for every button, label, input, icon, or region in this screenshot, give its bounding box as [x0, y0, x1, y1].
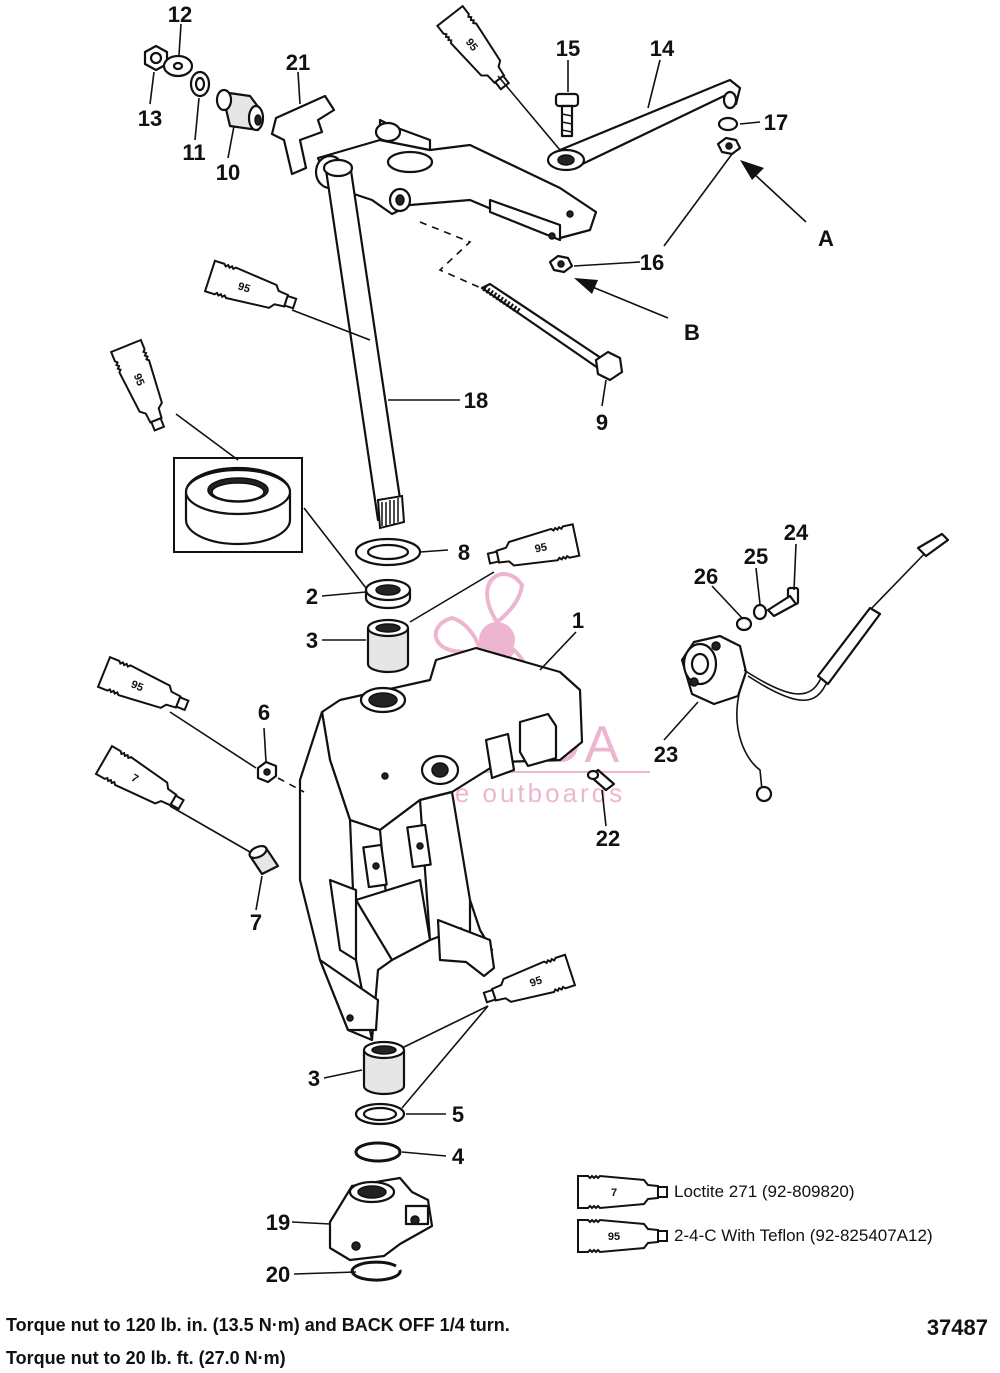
callout-15: 15: [556, 36, 580, 61]
part-15-bolt: [554, 92, 580, 138]
svg-text:95: 95: [534, 541, 548, 555]
part-8-washer: [354, 537, 422, 567]
callout-11: 11: [182, 140, 205, 165]
part-10-bushing: [215, 88, 265, 132]
callout-21: 21: [286, 50, 310, 75]
part-19-steering-yoke: [328, 1176, 434, 1262]
part-23-trim-sender: [680, 634, 748, 706]
legend-tube-95: 95: [577, 1219, 668, 1253]
callout-8: 8: [458, 540, 470, 565]
svg-text:7: 7: [611, 1187, 617, 1199]
part-14-link-rod: [546, 78, 742, 172]
part-16-nut-a: [716, 136, 742, 156]
callout-19: 19: [266, 1210, 290, 1235]
callout-5: 5: [452, 1102, 464, 1127]
svg-text:95: 95: [129, 679, 145, 695]
callout-25: 25: [744, 544, 768, 569]
callout-12: 12: [168, 2, 192, 27]
legend-loctite-text: Loctite 271 (92-809820): [674, 1182, 855, 1201]
callout-22: 22: [596, 826, 620, 851]
part-20-ring: [350, 1260, 402, 1282]
callout-14: 14: [650, 36, 675, 61]
tube-95-lower-bushing: 95: [479, 953, 576, 1014]
figure-number: 37487: [926, 1315, 988, 1340]
part-23-lead-wires: [736, 532, 950, 803]
part-16-nut-b: [548, 254, 574, 274]
tube-7-bushing: 7: [95, 745, 191, 820]
callout-24: 24: [784, 520, 809, 545]
tube-95-upper-bushing: 95: [484, 523, 581, 576]
callout-17: 17: [764, 110, 788, 135]
svg-text:95: 95: [236, 280, 251, 295]
callout-b: B: [684, 320, 700, 345]
torque-note-2: Torque nut to 20 lb. ft. (27.0 N·m): [6, 1348, 286, 1368]
part-3-lower-bushing: [362, 1040, 406, 1096]
legend-tube-7: 7: [577, 1175, 668, 1209]
callout-18: 18: [464, 388, 488, 413]
callout-9: 9: [596, 410, 608, 435]
svg-text:95: 95: [528, 974, 543, 989]
part-5-washer: [354, 1102, 406, 1126]
seal-detail-inset: [173, 457, 303, 553]
part-22-screw: [586, 768, 616, 792]
svg-text:95: 95: [131, 372, 147, 388]
inset-leader: [303, 507, 367, 589]
callout-6: 6: [258, 700, 270, 725]
arrow-b: [574, 278, 669, 319]
assembly-path-dashed: [419, 221, 491, 293]
part-26-washer: [735, 616, 753, 632]
torque-note-1: Torque nut to 120 lb. in. (13.5 N·m) and…: [6, 1315, 510, 1335]
tube-95-link-rod: 95: [436, 5, 519, 97]
callout-20: 20: [266, 1262, 290, 1287]
part-3-upper-bushing: [366, 618, 410, 674]
part-18-steering-tube: [322, 158, 406, 530]
part-17-washer: [717, 116, 739, 132]
callout-13: 13: [138, 106, 162, 131]
callout-7: 7: [250, 910, 262, 935]
callout-a: A: [818, 226, 834, 251]
callout-1: 1: [572, 608, 584, 633]
svg-text:7: 7: [129, 772, 140, 785]
svg-text:95: 95: [608, 1231, 620, 1243]
arrow-a: [740, 160, 807, 223]
callout-3-upper: 3: [306, 628, 318, 653]
fitting-dashed-path: [277, 777, 305, 793]
part-25-washer: [752, 603, 768, 621]
tube-95-fitting: 95: [97, 656, 194, 722]
part-4-retaining-ring: [354, 1141, 402, 1163]
callout-4: 4: [452, 1144, 465, 1169]
part-9-long-bolt: [480, 282, 624, 382]
callout-26: 26: [694, 564, 718, 589]
callout-leaders: [149, 23, 797, 1275]
part-12-washer: [162, 54, 194, 78]
legend-teflon-text: 2-4-C With Teflon (92-825407A12): [674, 1226, 933, 1245]
callout-23: 23: [654, 742, 678, 767]
svg-text:95: 95: [463, 36, 480, 53]
callout-2: 2: [306, 584, 318, 609]
part-11-washer: [189, 70, 211, 98]
callout-3-lower: 3: [308, 1066, 320, 1091]
part-7-bushing: [248, 844, 280, 876]
tube-95-tube18: 95: [204, 259, 301, 320]
part-24-screw: [766, 586, 800, 618]
part-2-seal: [364, 578, 412, 610]
tube-95-inset: 95: [110, 339, 176, 436]
tube-leaders: [169, 75, 561, 1109]
callout-10: 10: [216, 160, 240, 185]
callout-labels: 12 13 11 10 21 15 14 17 A 16 B 18 9 8 2 …: [138, 2, 834, 1287]
callout-16: 16: [640, 250, 664, 275]
part-21-plate: [270, 94, 336, 176]
part-6-grease-fitting: [256, 760, 278, 784]
part-1-swivel-bracket: [298, 646, 584, 1042]
